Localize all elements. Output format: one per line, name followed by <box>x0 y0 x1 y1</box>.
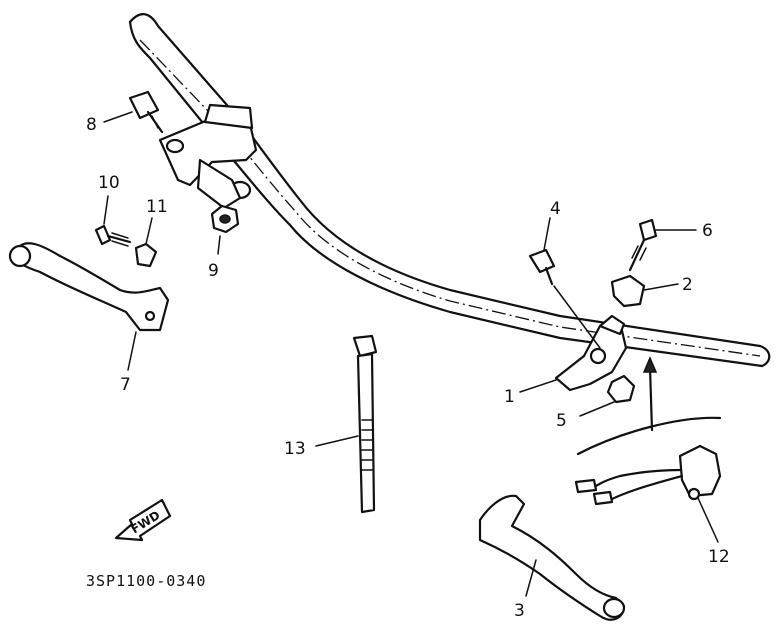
callout-12: 12 <box>708 547 730 567</box>
cable-tie-part-13 <box>315 334 378 514</box>
callout-5: 5 <box>556 411 567 431</box>
bolt-part-8 <box>103 90 164 134</box>
clutch-lever-part-7 <box>8 242 170 371</box>
bolt-part-4 <box>528 217 601 349</box>
handlebar <box>128 13 771 368</box>
callout-10: 10 <box>98 173 120 193</box>
clamp-part-2 <box>610 274 679 308</box>
switch-part-12 <box>574 444 722 543</box>
brake-lever-part-3 <box>478 494 626 621</box>
callout-3: 3 <box>514 601 525 621</box>
switch-callout-arrow <box>576 356 722 456</box>
drawing-code: 3SP1100-0340 <box>86 572 206 590</box>
nut-part-5 <box>579 374 636 417</box>
bolt-part-10 <box>94 195 132 247</box>
bolt-part-6 <box>628 218 697 272</box>
callout-7: 7 <box>120 375 131 395</box>
nut-part-9 <box>210 204 240 255</box>
master-cylinder <box>158 103 258 210</box>
callout-labels: 8 10 11 9 7 13 4 6 2 1 5 12 3 <box>86 115 730 621</box>
callout-13: 13 <box>284 439 306 459</box>
callout-11: 11 <box>146 197 168 217</box>
callout-9: 9 <box>208 261 219 281</box>
callout-6: 6 <box>702 221 713 241</box>
lever-holder-part-1 <box>519 314 628 393</box>
callout-2: 2 <box>682 275 693 295</box>
callout-1: 1 <box>504 387 515 407</box>
fwd-marker: FWD <box>114 498 172 542</box>
nut-part-11 <box>134 217 158 268</box>
callout-4: 4 <box>550 199 561 219</box>
callout-8: 8 <box>86 115 97 135</box>
